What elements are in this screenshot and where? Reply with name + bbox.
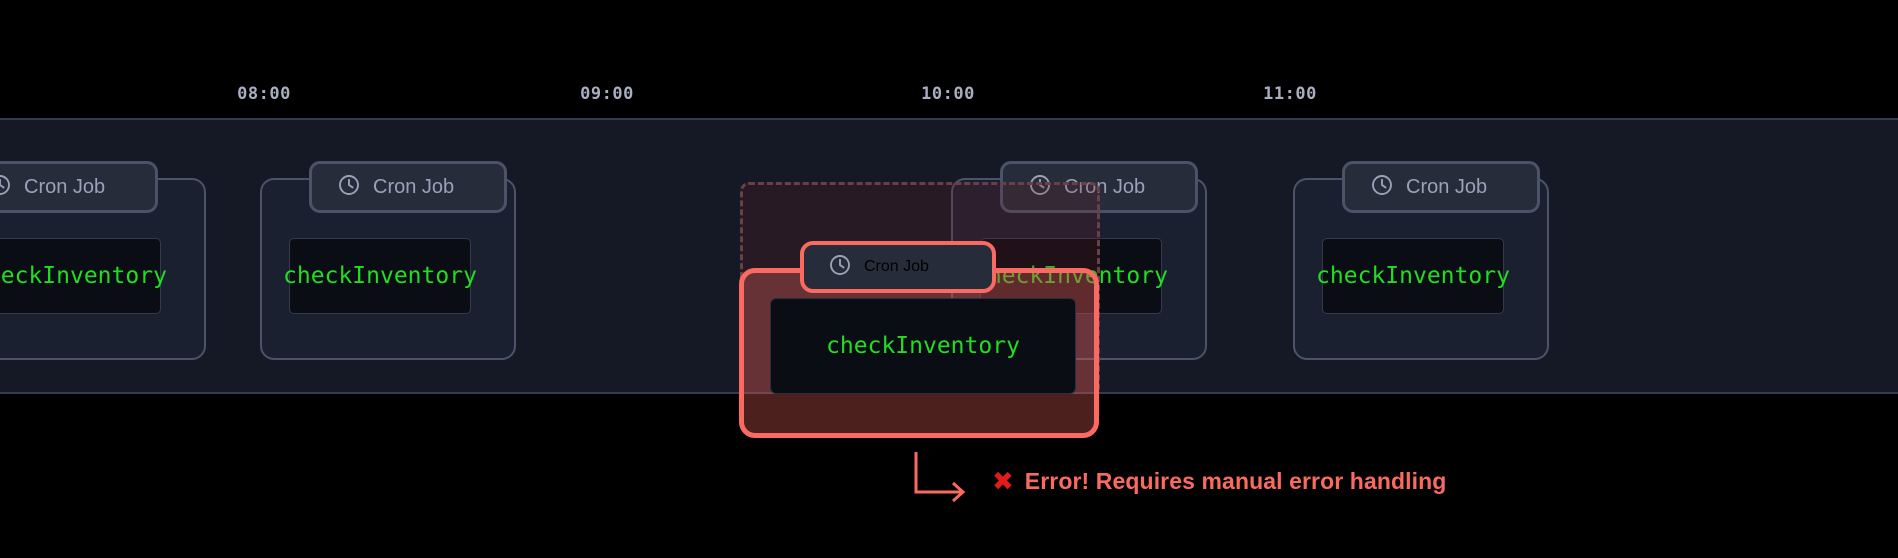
cron-job-badge-label: Cron Job xyxy=(1064,175,1146,198)
clock-icon xyxy=(337,173,361,202)
code-text: checkInventory xyxy=(1316,263,1510,289)
timeline-tick-label: 10:00 xyxy=(921,84,975,104)
timeline-tick-label: 08:00 xyxy=(237,84,291,104)
clock-icon xyxy=(1370,173,1394,202)
code-box: checkInventory xyxy=(1316,238,1510,314)
clock-icon xyxy=(828,253,852,282)
code-text: checkInventory xyxy=(283,263,477,289)
code-text: checkInventory xyxy=(826,333,1020,359)
cron-job-badge-label: Cron Job xyxy=(373,175,455,198)
cron-job-badge[interactable]: Cron Job xyxy=(1342,161,1540,213)
code-text: checkInventory xyxy=(974,263,1168,289)
code-box: checkInventory xyxy=(283,238,477,314)
error-message-text: Error! Requires manual error handling xyxy=(1024,468,1447,494)
callout-arrow-icon xyxy=(914,452,966,503)
code-box: checkInventory xyxy=(770,298,1076,394)
code-box: checkInventory xyxy=(0,238,167,314)
code-text: checkInventory xyxy=(0,263,167,289)
cron-job-badge-label: Cron Job xyxy=(1406,175,1488,198)
cron-job-badge[interactable]: Cron Job xyxy=(309,161,507,213)
cron-job-badge-label: Cron Job xyxy=(24,175,106,198)
timeline-tick-label: 11:00 xyxy=(1263,84,1317,104)
clock-icon xyxy=(0,173,12,202)
cron-job-badge[interactable]: Cron Job xyxy=(0,161,158,213)
job-card-error[interactable]: checkInventory xyxy=(739,268,1099,438)
error-x-icon: ✖ xyxy=(992,466,1014,497)
error-message: ✖ Error! Requires manual error handling xyxy=(992,468,1446,495)
cron-job-badge-label: Cron Job xyxy=(864,258,929,275)
cron-job-badge-error[interactable]: Cron Job xyxy=(800,241,996,293)
timeline-tick-label: 09:00 xyxy=(580,84,634,104)
